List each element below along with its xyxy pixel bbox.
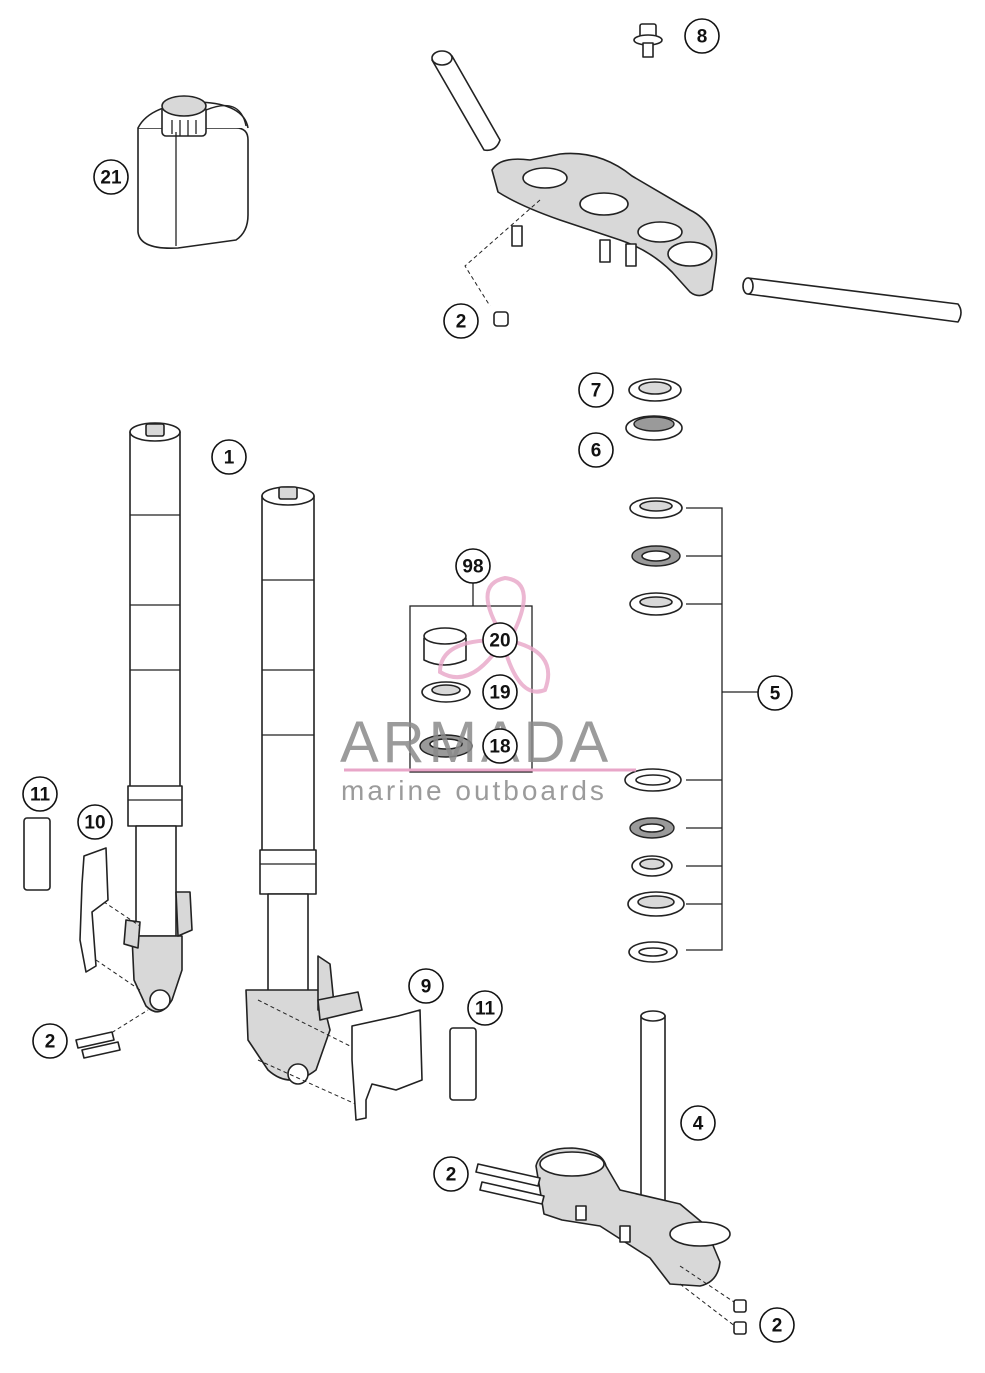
callout-1: 1 — [211, 439, 247, 475]
svg-text:21: 21 — [100, 168, 122, 189]
svg-text:5: 5 — [770, 684, 781, 705]
svg-text:19: 19 — [489, 683, 510, 704]
top-bolt-part — [633, 23, 663, 58]
bracket-10-part — [79, 847, 109, 973]
callout-11-left: 11 — [22, 776, 58, 812]
bolts-2-bottom-right-part — [679, 1265, 747, 1335]
svg-text:98: 98 — [462, 557, 483, 578]
svg-text:11: 11 — [475, 999, 496, 1020]
callout-11-mid: 11 — [467, 990, 503, 1026]
pad-11-mid-part — [449, 1027, 477, 1101]
callout-9: 9 — [408, 968, 444, 1004]
leader-lines-right — [257, 999, 361, 1107]
leader-line — [464, 199, 541, 307]
svg-text:2: 2 — [45, 1032, 56, 1053]
svg-text:4: 4 — [693, 1114, 704, 1135]
svg-text:10: 10 — [84, 813, 105, 834]
svg-text:11: 11 — [30, 785, 51, 806]
bearing-set-5-part — [624, 497, 685, 963]
upper-triple-clamp-part — [431, 50, 962, 323]
callout-4: 4 — [680, 1105, 716, 1141]
bearing-7-part — [628, 378, 682, 402]
callout-20: 20 — [482, 622, 518, 658]
callout-2-top: 2 — [443, 303, 479, 339]
watermark-subtitle: marine outboards — [341, 775, 607, 806]
bracket-5 — [686, 507, 758, 951]
callout-6: 6 — [578, 432, 614, 468]
callout-18: 18 — [482, 728, 518, 764]
svg-text:18: 18 — [489, 737, 510, 758]
svg-text:2: 2 — [772, 1316, 783, 1337]
watermark-title: ARMADA — [340, 710, 612, 775]
fork-leg-right-part — [245, 486, 363, 1085]
svg-text:2: 2 — [456, 312, 467, 333]
callout-19: 19 — [482, 674, 518, 710]
lower-triple-clamp-part — [535, 1010, 731, 1287]
svg-text:1: 1 — [224, 448, 235, 469]
svg-text:20: 20 — [489, 631, 510, 652]
svg-text:7: 7 — [591, 381, 602, 402]
fork-leg-left-part — [123, 422, 193, 1013]
bolts-2-left-part — [75, 1031, 121, 1059]
svg-text:2: 2 — [446, 1165, 457, 1186]
callout-2-left: 2 — [32, 1023, 68, 1059]
callout-7: 7 — [578, 372, 614, 408]
callout-8: 8 — [684, 18, 720, 54]
svg-text:6: 6 — [591, 441, 602, 462]
callout-98: 98 — [455, 548, 491, 584]
seal-kit-98-box — [409, 580, 533, 773]
callout-21: 21 — [93, 159, 129, 195]
callout-5: 5 — [757, 675, 793, 711]
svg-text:9: 9 — [421, 977, 432, 998]
callout-10: 10 — [77, 804, 113, 840]
bracket-9-part — [351, 1009, 423, 1121]
pad-11-left-part — [23, 817, 51, 891]
callout-2-bottom-right: 2 — [759, 1307, 795, 1343]
small-bolt-part — [493, 311, 509, 327]
bearing-6-part — [625, 415, 683, 441]
bolts-2-bottom-left-part — [475, 1163, 545, 1205]
oil-can-part — [137, 95, 249, 249]
callout-2-bottom-left: 2 — [433, 1156, 469, 1192]
svg-text:8: 8 — [697, 27, 708, 48]
